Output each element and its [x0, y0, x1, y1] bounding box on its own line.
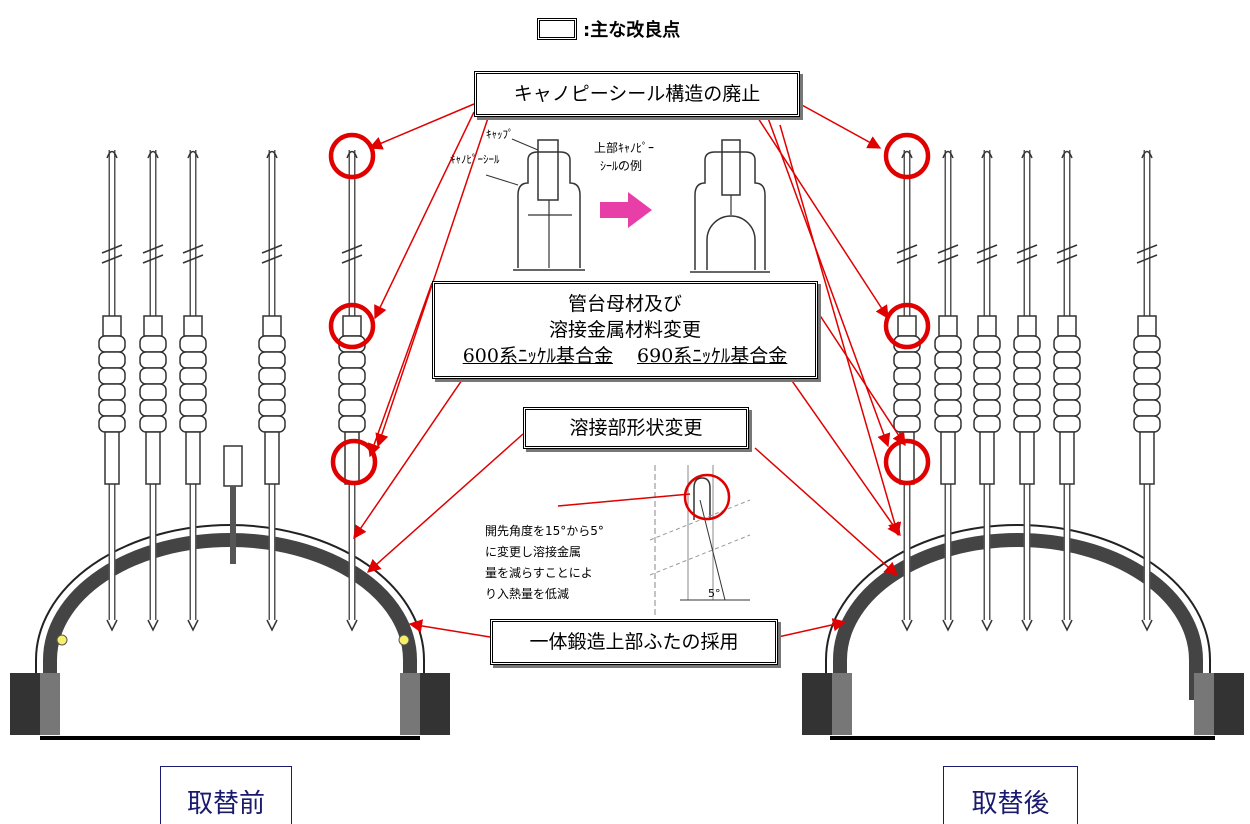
weld-note-line-3: 量を減らすことによ [485, 566, 593, 580]
weld-note: 開先角度を15°から5° に変更し溶接金属 量を減らすことによ り入熱量を低減 [485, 521, 604, 605]
material-alloys: 600系ﾆｯｹﾙ基合金 690系ﾆｯｹﾙ基合金 [454, 343, 797, 369]
material-new-alloy: 690系ﾆｯｹﾙ基合金 [637, 345, 788, 367]
weld-note-line-1: 開先角度を15°から5° [485, 524, 604, 538]
weld-note-line-4: り入熱量を低減 [485, 587, 570, 601]
callout-canopy-seal: キャノピーシール構造の廃止 [474, 71, 800, 117]
legend: :主な改良点 [537, 16, 680, 42]
angle-label: 5° [708, 587, 721, 600]
callout-integral-forging: 一体鍛造上部ふたの採用 [490, 619, 778, 665]
callout-integral-forging-text: 一体鍛造上部ふたの採用 [529, 631, 739, 653]
example-label-2: ｼｰﾙの例 [600, 159, 642, 173]
callout-material-change: 管台母材及び 溶接金属材料変更 600系ﾆｯｹﾙ基合金 690系ﾆｯｹﾙ基合金 [432, 281, 818, 379]
canopy-seal-inset: ｷｬｯﾌﾟ ｷｬﾉﾋﾟｰｼｰﾙ 上部ｷｬﾉﾋﾟｰ ｼｰﾙの例 [450, 128, 770, 273]
canopy-seal-label: ｷｬﾉﾋﾟｰｼｰﾙ [450, 153, 500, 166]
vessel-after [802, 150, 1244, 740]
callout-weld-shape-text: 溶接部形状変更 [569, 417, 703, 439]
example-label-1: 上部ｷｬﾉﾋﾟｰ [594, 140, 654, 155]
material-line-1: 管台母材及び [567, 293, 682, 315]
legend-box-icon [537, 18, 577, 40]
weld-detail-inset: 5° [649, 465, 751, 615]
right-arrow-icon [600, 192, 652, 228]
cap-label: ｷｬｯﾌﾟ [486, 128, 514, 141]
callout-canopy-seal-text: キャノピーシール構造の廃止 [513, 83, 761, 105]
material-line-2: 溶接金属材料変更 [548, 319, 701, 341]
material-old-alloy: 600系ﾆｯｹﾙ基合金 [462, 345, 613, 367]
callout-weld-shape: 溶接部形状変更 [523, 407, 749, 449]
legend-text: :主な改良点 [583, 20, 681, 41]
label-after: 取替後 [943, 766, 1078, 824]
label-before: 取替前 [160, 766, 292, 824]
highlight-markers [328, 132, 931, 521]
weld-note-line-2: に変更し溶接金属 [485, 545, 582, 559]
vessel-before [10, 150, 450, 740]
